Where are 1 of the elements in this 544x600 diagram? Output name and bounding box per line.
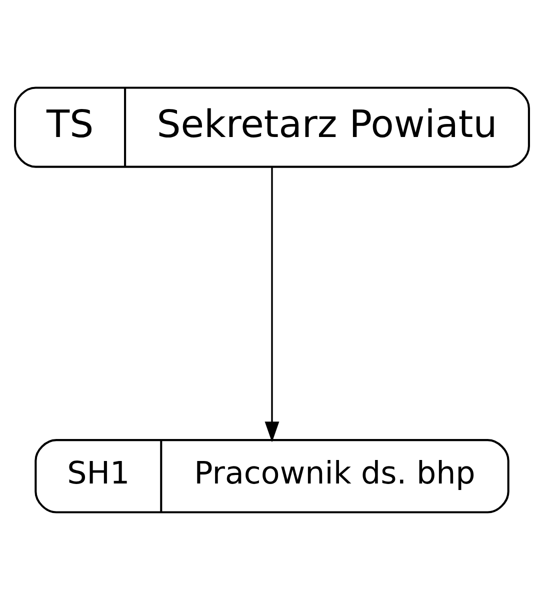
arrow [264,167,280,442]
